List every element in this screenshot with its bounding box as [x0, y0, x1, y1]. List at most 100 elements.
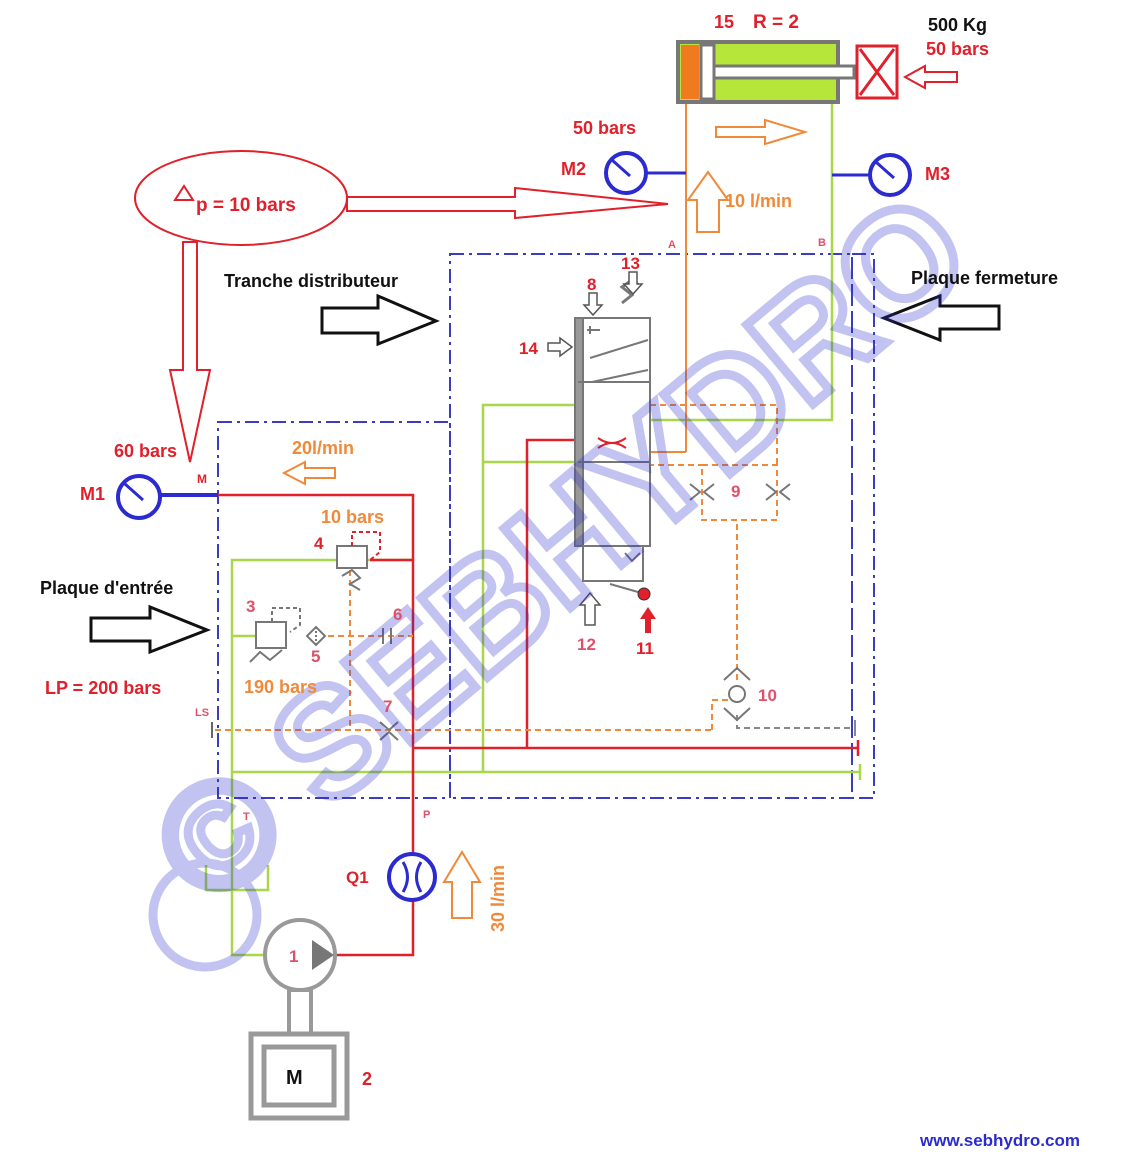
motor-label: M [286, 1067, 303, 1089]
component-13-label: 13 [621, 254, 640, 273]
website-label: www.sebhydro.com [919, 1131, 1080, 1150]
coupling-shaft [287, 988, 313, 1036]
compensator-9-feed [650, 404, 778, 465]
spool-left-bar [574, 317, 584, 547]
orifice-6-icon [382, 628, 392, 644]
cylinder-flow-label: 10 l/min [725, 191, 792, 211]
spool-body [577, 317, 651, 547]
pump-outlet-line [218, 493, 415, 957]
spool-return-line-1 [481, 403, 580, 772]
m2-pressure-label: 50 bars [573, 118, 636, 138]
tank-return-line [204, 865, 270, 892]
distributor-pointer-arrow [320, 293, 440, 347]
cylinder [676, 40, 958, 146]
gauge-m2-icon [604, 151, 686, 195]
component-9-label: 9 [731, 482, 740, 501]
delta-p-arrow-to-m1 [168, 241, 212, 463]
component-10-label: 10 [758, 686, 777, 705]
cylinder-ratio-label: R = 2 [753, 12, 799, 33]
shuttle-to-closing-plate [736, 715, 855, 729]
push-arrow-8 [582, 292, 604, 317]
motor-2-icon [248, 1031, 350, 1121]
tank-to-pump-line [230, 890, 265, 957]
gauge-m1-icon [116, 474, 218, 520]
relief-10-label: 10 bars [321, 507, 384, 527]
pilot-lines [215, 404, 778, 731]
delta-symbol-icon [173, 184, 195, 201]
lp-pressure-label: LP = 200 bars [45, 678, 161, 698]
load-mass-label: 500 Kg [928, 15, 987, 35]
delta-p-arrow-to-a [346, 186, 669, 220]
section-frames [217, 253, 875, 799]
push-arrow-13 [622, 271, 644, 296]
lever-actuation-arrow [640, 607, 656, 633]
check-7-icon [379, 721, 399, 741]
cylinder-motion-arrow [715, 118, 809, 146]
port-a-label: A [668, 239, 676, 251]
component-12-label: 12 [577, 635, 596, 654]
cylinder-number-label: 15 [714, 12, 734, 32]
component-8-label: 8 [587, 275, 596, 294]
component-7-label: 7 [383, 697, 392, 716]
ls-to-shuttle-line [711, 699, 737, 730]
component-6-label: 6 [393, 605, 402, 624]
push-arrow-14 [547, 336, 574, 358]
ls-end-lines [736, 715, 855, 729]
spool-bottom-spring [624, 552, 641, 563]
directional-valve-spool [574, 278, 651, 595]
distributor-section-frame [449, 253, 853, 799]
spool-bottom-actuator [582, 545, 644, 582]
component-11-label: 11 [636, 639, 654, 658]
closing-plate-frame [851, 253, 875, 799]
cylinder-piston-chamber [681, 45, 699, 99]
shuttle-valve-10-icon [723, 666, 751, 722]
compensator-9-orifices [689, 483, 791, 501]
cylinder-rod [712, 64, 856, 80]
load-pressure-label: 50 bars [926, 39, 989, 59]
component-3-label: 3 [246, 597, 255, 616]
m3-label: M3 [925, 164, 950, 184]
inlet-plate-frame [217, 421, 451, 799]
delta-p-annotation [134, 150, 669, 463]
filter-5-icon [305, 625, 327, 647]
spool-throttle-icon [597, 437, 627, 449]
component-2-label: 2 [362, 1069, 372, 1089]
delta-p-label: p = 10 bars [196, 195, 296, 216]
distributor-section-label: Tranche distributeur [224, 271, 398, 291]
relief-valve-4-icon [336, 531, 381, 591]
load-box [855, 44, 899, 100]
cylinder-piston [699, 43, 716, 101]
flowmeter-q1-icon [387, 852, 437, 902]
flowmeter-label: Q1 [346, 868, 369, 887]
component-4-label: 4 [314, 534, 324, 553]
component-1-label: 1 [289, 947, 298, 966]
port-b-label: B [818, 237, 826, 249]
port-p-label: P [423, 809, 430, 821]
port-ls-label: LS [195, 707, 209, 719]
inlet-plate-label: Plaque d'entrée [40, 578, 173, 598]
load-force-arrow [902, 64, 958, 90]
pump-1-icon [263, 918, 337, 992]
cylinder-flow-arrow [686, 170, 730, 233]
lever-knob-icon [637, 587, 651, 601]
component-5-label: 5 [311, 647, 320, 666]
port-t-label: T [243, 811, 250, 823]
closing-plate-label: Plaque fermeture [911, 268, 1058, 288]
port-m-label: M [197, 472, 207, 486]
closing-plate-pointer-arrow [879, 293, 1001, 343]
push-arrow-12 [578, 591, 602, 626]
relief-valve-3-icon [249, 607, 301, 663]
return-flow-label: 20l/min [292, 438, 354, 458]
return-flow-arrow [281, 460, 336, 486]
component-14-label: 14 [519, 339, 538, 358]
gauge-m3-icon [832, 153, 912, 197]
m1-label: M1 [80, 484, 105, 504]
relief-190-label: 190 bars [244, 677, 317, 697]
pump-flow-arrow [442, 850, 482, 919]
m1-pressure-label: 60 bars [114, 441, 177, 461]
compensator-9-frame [701, 464, 778, 521]
pump-flow-label: 30 l/min [488, 865, 508, 932]
b-line [650, 103, 834, 422]
m2-label: M2 [561, 159, 586, 179]
